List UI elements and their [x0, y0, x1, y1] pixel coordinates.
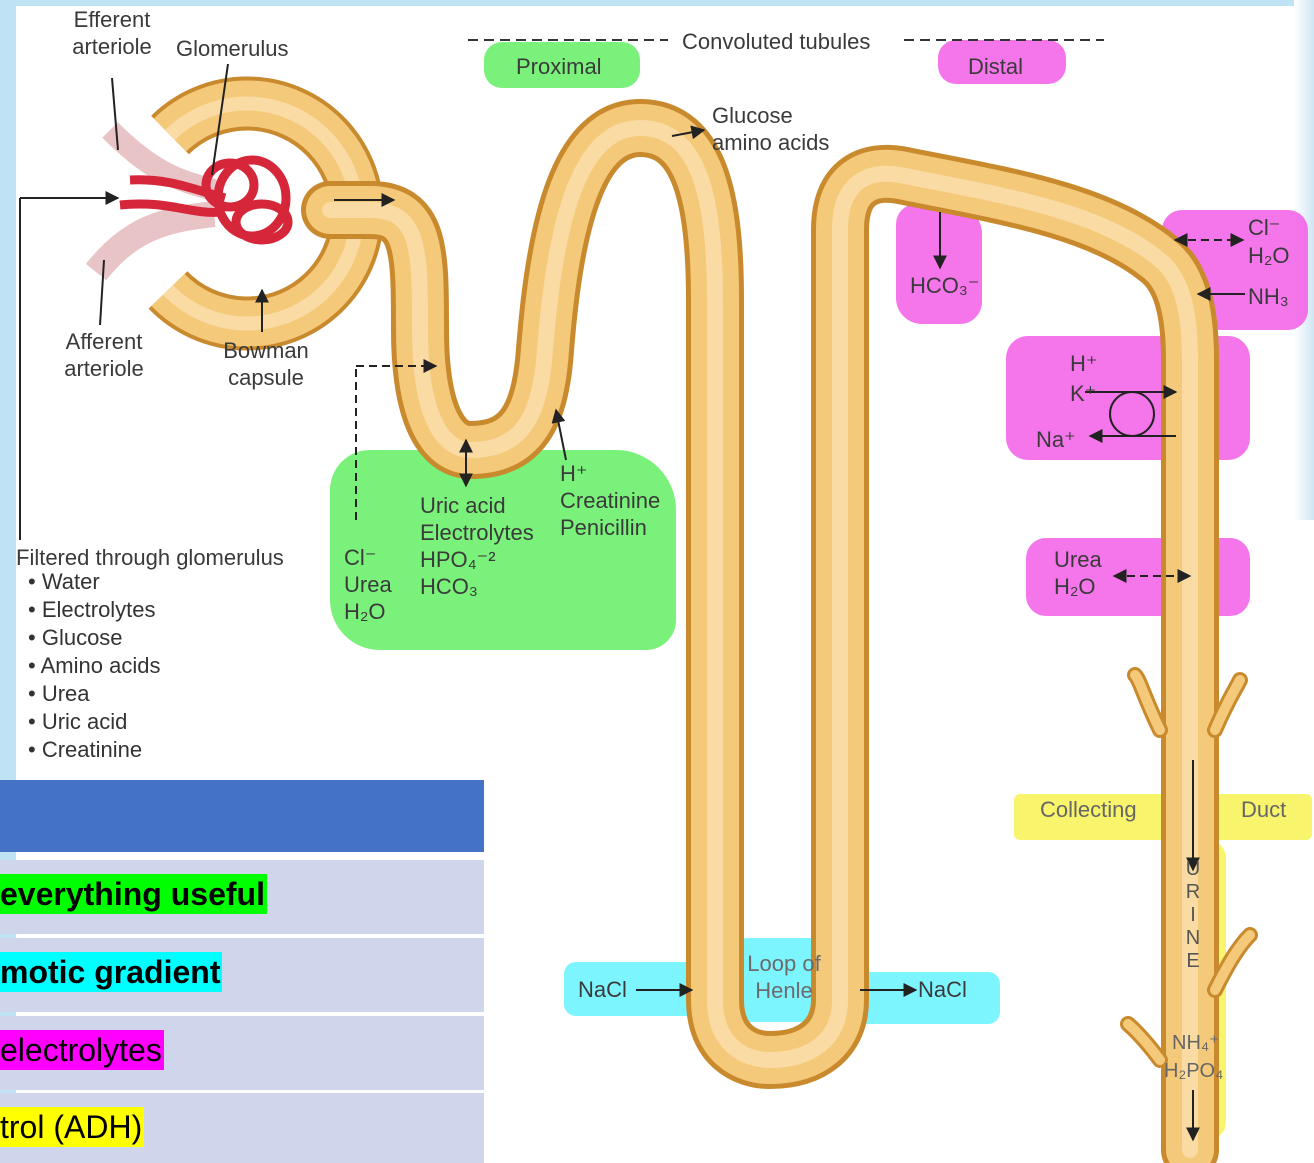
legend-text: electrolytes [0, 1030, 164, 1070]
filtered-list: Water Electrolytes Glucose Amino acids U… [28, 568, 160, 764]
filtered-item: Creatinine [28, 736, 160, 764]
legend-row: trol (ADH) [0, 1093, 484, 1163]
filtered-item: Electrolytes [28, 596, 160, 624]
proximal-col2: Uric acid Electrolytes HPO₄⁻² HCO₃ [420, 492, 534, 600]
legend-text: motic gradient [0, 952, 222, 992]
urine-label: U R I N E [1183, 858, 1203, 973]
hco3-label: HCO₃⁻ [910, 272, 979, 299]
glomerulus-label: Glomerulus [176, 35, 288, 62]
filtered-title: Filtered through glomerulus [16, 544, 284, 571]
filtered-item: Uric acid [28, 708, 160, 736]
distal-label: Distal [968, 53, 1023, 80]
collecting-label: Collecting [1040, 796, 1137, 823]
legend-header [0, 780, 484, 852]
legend-row: electrolytes [0, 1016, 484, 1090]
h-label: H⁺ [1070, 350, 1098, 377]
nh3-label: NH₃ [1248, 283, 1289, 310]
proximal-label: Proximal [516, 53, 602, 80]
na-label: Na⁺ [1036, 426, 1076, 453]
duct-label: Duct [1241, 796, 1286, 823]
afferent-arteriole-shape [96, 214, 214, 272]
k-label: K⁺ [1070, 380, 1096, 407]
convoluted-tubules-label: Convoluted tubules [682, 28, 870, 55]
nacl-in-label: NaCl [578, 976, 627, 1003]
nh4-label: NH₄⁺ [1172, 1030, 1220, 1057]
legend-text: everything useful [0, 874, 267, 914]
proximal-col3: H⁺ Creatinine Penicillin [560, 460, 660, 541]
legend-row: motic gradient [0, 938, 484, 1012]
filtered-item: Amino acids [28, 652, 160, 680]
filtered-item: Urea [28, 680, 160, 708]
legend-text: trol (ADH) [0, 1107, 144, 1147]
proximal-col1: Cl⁻ Urea H₂O [344, 544, 392, 625]
legend-row: everything useful [0, 860, 484, 934]
distal-h2o-label: H₂O [1248, 242, 1290, 269]
h2po4-label: H₂PO₄ [1164, 1058, 1223, 1085]
filtered-item: Water [28, 568, 160, 596]
nacl-out-label: NaCl [918, 976, 967, 1003]
filtered-item: Glucose [28, 624, 160, 652]
cl-label: Cl⁻ [1248, 214, 1280, 241]
